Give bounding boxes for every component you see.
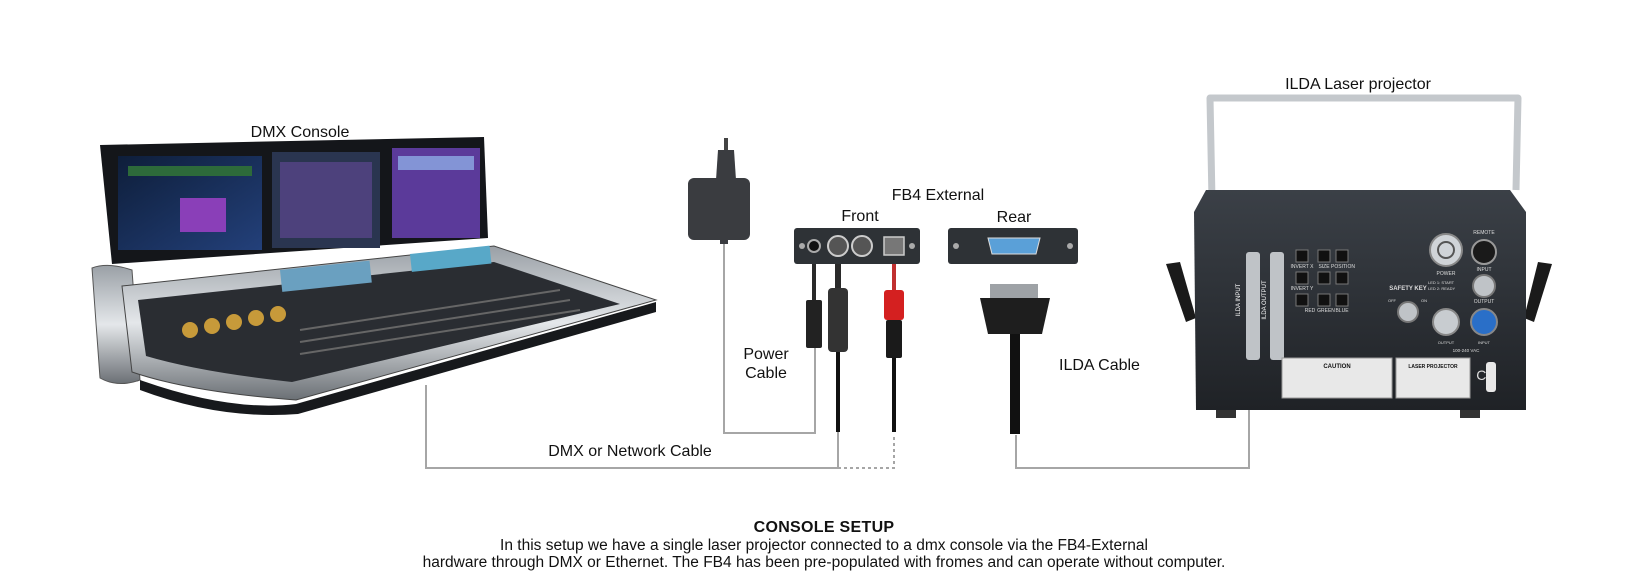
led-start-text: LED 1: START (1428, 280, 1455, 285)
voltage-text: 100-240 VAC (1453, 348, 1480, 353)
caption-line-1: In this setup we have a single laser pro… (500, 537, 1148, 554)
fb4-xlr-in-icon (851, 235, 873, 257)
ilda-plug (980, 284, 1050, 434)
caption-line-2: hardware through DMX or Ethernet. The FB… (422, 554, 1226, 571)
fb4-external: FB4 External Front Rear (548, 187, 1140, 460)
laser-projector-text: LASER PROJECTOR (1408, 364, 1458, 370)
caution-text: CAUTION (1323, 364, 1350, 370)
caution-label (1281, 357, 1393, 399)
ilda-cable-label: ILDA Cable (1059, 357, 1140, 374)
on-text: ON (1421, 298, 1427, 303)
safety-key-icon (1397, 301, 1419, 323)
input-text: INPUT (1478, 340, 1491, 345)
network-cable-dashed-line (838, 435, 895, 469)
output-text: OUTPUT (1438, 340, 1455, 345)
fb4-ethernet-port-icon (883, 236, 905, 256)
fb4-xlr-out-icon (827, 235, 849, 257)
safety-key-text: SAFETY KEY (1389, 286, 1427, 292)
power-adapter-body (688, 178, 750, 240)
ilda-input-text: ILDA INPUT (1236, 283, 1242, 316)
dmx-console: DMX Console (91, 124, 658, 415)
green-text: GREEN (1317, 308, 1335, 314)
input-text-top: INPUT (1477, 267, 1492, 273)
caption: CONSOLE SETUP In this setup we have a si… (0, 518, 1648, 571)
power-cable-label-line2: Cable (745, 365, 787, 382)
red-text: RED (1305, 308, 1316, 314)
blue-text: BLUE (1335, 308, 1349, 314)
power-input-port-icon (1470, 308, 1498, 336)
laser-projector-label (1395, 357, 1471, 399)
position-text: POSITION (1331, 264, 1355, 270)
dmx-network-cable-label: DMX or Network Cable (548, 443, 712, 460)
size-text: SIZE (1318, 264, 1330, 270)
remote-port-icon (1471, 239, 1497, 265)
ilda-output-port-icon (1270, 252, 1284, 360)
fb4-power-jack-icon (807, 239, 821, 253)
power-adapter (688, 138, 750, 244)
ethernet-plug (884, 264, 904, 432)
fb4-external-label: FB4 External (892, 187, 984, 204)
invert-x-text: INVERT X (1291, 264, 1315, 270)
led-ready-text: LED 2: READY (1428, 286, 1455, 291)
fb4-db25-port-icon (987, 237, 1041, 255)
projector-switches (1295, 249, 1349, 307)
remote-text: REMOTE (1473, 230, 1495, 236)
power-cable-line (723, 242, 816, 434)
projector-key-icon (1486, 362, 1496, 392)
dmx-console-label: DMX Console (251, 124, 350, 141)
caption-title: CONSOLE SETUP (753, 519, 895, 536)
ilda-laser-projector: ILDA Laser projector ILDA INPUT ILDA OUT… (1166, 76, 1552, 418)
invert-y-text: INVERT Y (1291, 286, 1314, 292)
off-text: OFF (1388, 298, 1397, 303)
power-plug (806, 264, 822, 348)
fb4-front-label: Front (841, 208, 879, 225)
ilda-output-text: ILDA OUTPUT (1262, 280, 1268, 320)
power-text: POWER (1437, 271, 1456, 277)
xlr-plug (828, 264, 848, 432)
power-button-icon (1429, 233, 1463, 267)
power-cable-label-line1: Power (743, 346, 789, 363)
ilda-laser-projector-label: ILDA Laser projector (1285, 76, 1432, 93)
dmx-input-port-icon (1472, 274, 1496, 298)
fb4-rear-label: Rear (997, 209, 1032, 226)
ilda-input-port-icon (1246, 252, 1260, 360)
output-text-top: OUTPUT (1474, 299, 1495, 305)
power-output-port-icon (1432, 308, 1460, 336)
ilda-cable-line (1015, 410, 1250, 469)
